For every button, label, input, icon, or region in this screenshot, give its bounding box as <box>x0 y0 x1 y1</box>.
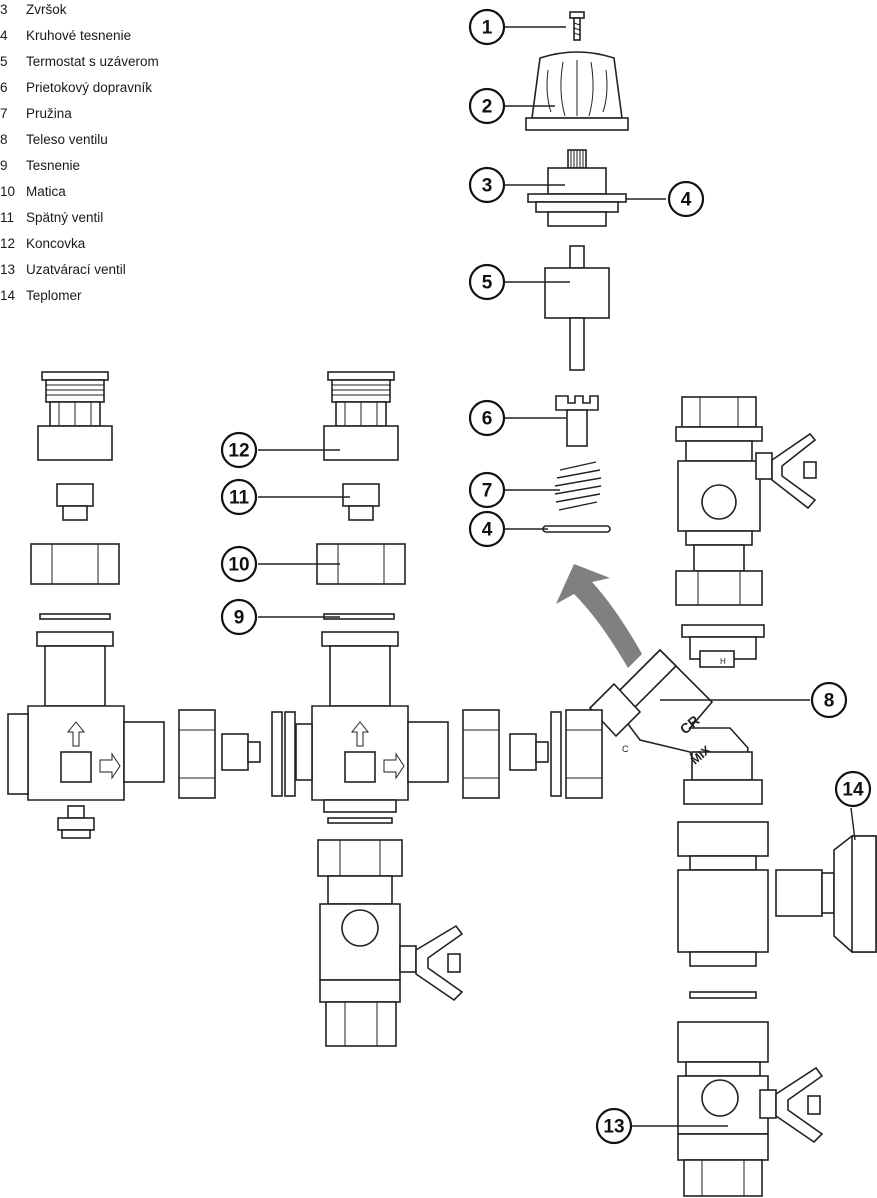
callout-4-top: 4 <box>667 180 705 218</box>
svg-text:14: 14 <box>842 780 864 801</box>
left-drain-plug <box>57 805 95 839</box>
middle-check-valve <box>342 483 380 521</box>
svg-text:5: 5 <box>482 273 493 294</box>
callout-7: 7 <box>468 471 506 509</box>
svg-text:10: 10 <box>228 555 249 576</box>
svg-text:4: 4 <box>681 190 692 211</box>
svg-text:3: 3 <box>482 176 493 197</box>
svg-text:13: 13 <box>603 1117 624 1138</box>
screw <box>569 11 585 41</box>
svg-text:9: 9 <box>234 608 245 629</box>
top-cover <box>527 149 627 227</box>
left-gasket <box>39 613 111 620</box>
callout-6: 6 <box>468 399 506 437</box>
svg-text:6: 6 <box>482 409 493 430</box>
right-lower-pipe <box>677 779 769 1063</box>
left-nut <box>30 543 120 585</box>
mixing-valve-body: CR MIX C H <box>588 624 765 781</box>
bottom-shutoff-valve <box>677 1061 824 1197</box>
callout-13: 13 <box>595 1107 633 1145</box>
left-check-valve <box>56 483 94 521</box>
middle-shutoff-valve <box>317 839 464 1047</box>
svg-text:11: 11 <box>229 488 250 509</box>
thermometer <box>775 835 877 953</box>
middle-fitting-end <box>323 371 399 461</box>
valve-cap-mark: H <box>720 657 726 666</box>
svg-text:4: 4 <box>482 520 493 541</box>
svg-text:12: 12 <box>228 441 249 462</box>
callout-12: 12 <box>220 431 258 469</box>
callout-10: 10 <box>220 545 258 583</box>
callout-3: 3 <box>468 166 506 204</box>
middle-valve-body <box>271 631 603 824</box>
assembly-direction-arrow <box>556 564 642 668</box>
callout-11: 11 <box>220 478 258 516</box>
callout-14: 14 <box>834 770 872 808</box>
svg-text:7: 7 <box>482 481 493 502</box>
thermostat <box>544 245 610 371</box>
knob-cap <box>525 51 629 131</box>
callout-5: 5 <box>468 263 506 301</box>
callout-2: 2 <box>468 87 506 125</box>
svg-text:2: 2 <box>482 97 493 118</box>
svg-text:1: 1 <box>482 18 493 39</box>
flow-conveyor <box>555 395 599 447</box>
callout-leader-lines <box>258 26 856 1127</box>
top-right-ball-valve <box>675 396 817 606</box>
callout-1: 1 <box>468 8 506 46</box>
spring <box>554 461 602 511</box>
callout-4-bottom: 4 <box>468 510 506 548</box>
svg-text:8: 8 <box>824 691 835 712</box>
left-valve-body <box>7 631 261 801</box>
left-fitting-end <box>37 371 113 461</box>
valve-port-mark: C <box>622 744 629 754</box>
callout-9: 9 <box>220 598 258 636</box>
callout-8: 8 <box>810 681 848 719</box>
o-ring <box>542 525 611 533</box>
